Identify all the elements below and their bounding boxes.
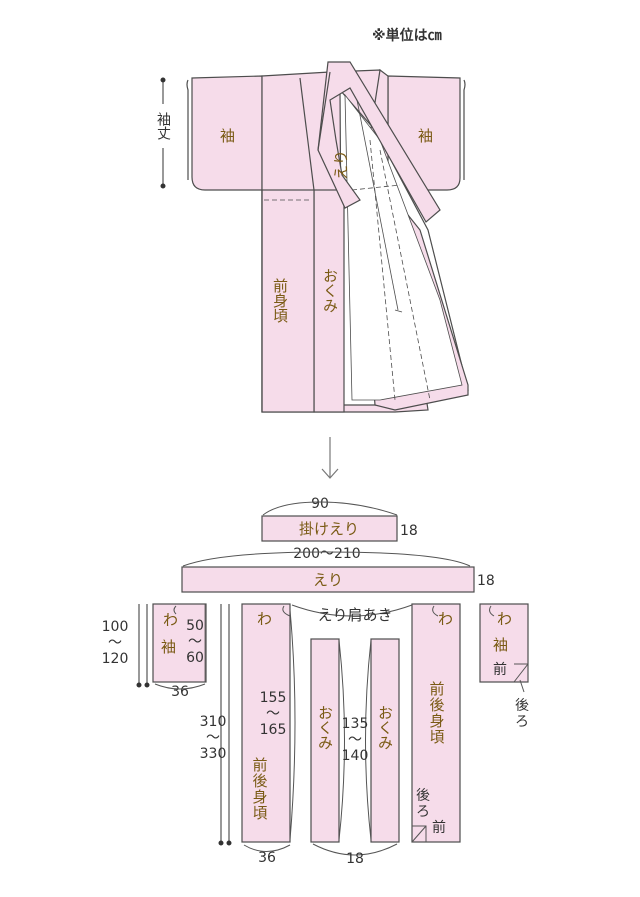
- unit-note: ※単位は㎝: [372, 27, 442, 44]
- sleeve-piece-left-length: 50〜60: [186, 618, 204, 666]
- sleeve-piece-right: [479, 603, 529, 683]
- label-okumi: おくみ: [321, 268, 339, 313]
- eri-height: 18: [477, 573, 495, 589]
- migoro-piece-left-wa: わ: [257, 610, 272, 628]
- sleeve-piece-left-width: 36: [171, 684, 189, 700]
- kakeeri-width: 90: [311, 496, 329, 512]
- eri-width: 200〜210: [293, 546, 360, 562]
- kimono-labels: 袖 袖 えり 前身頃 おくみ: [220, 127, 433, 323]
- migoro-piece-right-front: 前: [432, 819, 446, 836]
- migoro-piece-left-width: 36: [258, 850, 276, 866]
- sleeve-piece-right-wa: わ: [497, 610, 512, 628]
- sleeve-total-length: 100〜120: [102, 619, 129, 667]
- label-maemigoro: 前身頃: [271, 278, 289, 323]
- label-sodetake: 袖丈: [155, 112, 171, 140]
- migoro-piece-left: [241, 603, 291, 843]
- migoro-piece-right-wa: わ: [438, 610, 453, 628]
- okumi-piece-left-label: おくみ: [316, 705, 334, 750]
- migoro-piece-right: [411, 603, 461, 843]
- eri-katakaki-label: えり肩あき: [317, 606, 392, 624]
- sleeve-left: [191, 75, 263, 191]
- kimono-illustration: [186, 61, 469, 413]
- migoro-piece-left-length: 155〜165: [260, 690, 287, 738]
- kakeeri-piece: [261, 515, 398, 542]
- label-sleeve-right: 袖: [418, 127, 433, 145]
- label-sleeve-left: 袖: [220, 127, 235, 145]
- okumi-piece-right-label: おくみ: [376, 705, 394, 750]
- sleeve-piece-left: [152, 603, 207, 683]
- sleeve-piece-right-front: 前: [493, 661, 507, 678]
- migoro-piece-left-label: 前後身頃: [252, 756, 267, 822]
- kakeeri-height: 18: [400, 523, 418, 539]
- eri-label: えり: [313, 571, 343, 589]
- kakeeri-label: 掛けえり: [299, 520, 359, 538]
- migoro-total-length: 310〜330: [200, 714, 227, 762]
- eri-piece: [181, 566, 475, 593]
- okumi-piece-right: [370, 638, 400, 843]
- okumi-length: 135〜140: [342, 716, 369, 764]
- migoro-piece-right-label: 前後身頃: [429, 680, 444, 746]
- sleeve-piece-right-back: 後ろ: [515, 698, 529, 730]
- sleeve-piece-left-wa: わ: [163, 611, 178, 629]
- migoro-piece-right-back: 後ろ: [416, 788, 430, 820]
- label-collar: えり: [332, 150, 350, 180]
- okumi-width: 18: [346, 851, 364, 867]
- sleeve-piece-right-label: 袖: [493, 636, 508, 654]
- okumi-strip: [313, 189, 345, 413]
- sleeve-piece-left-label: 袖: [161, 638, 176, 656]
- collar: [317, 61, 441, 223]
- down-arrow-icon: [321, 437, 339, 479]
- sodetake-indicator: [160, 77, 166, 189]
- okumi-piece-left: [310, 638, 340, 843]
